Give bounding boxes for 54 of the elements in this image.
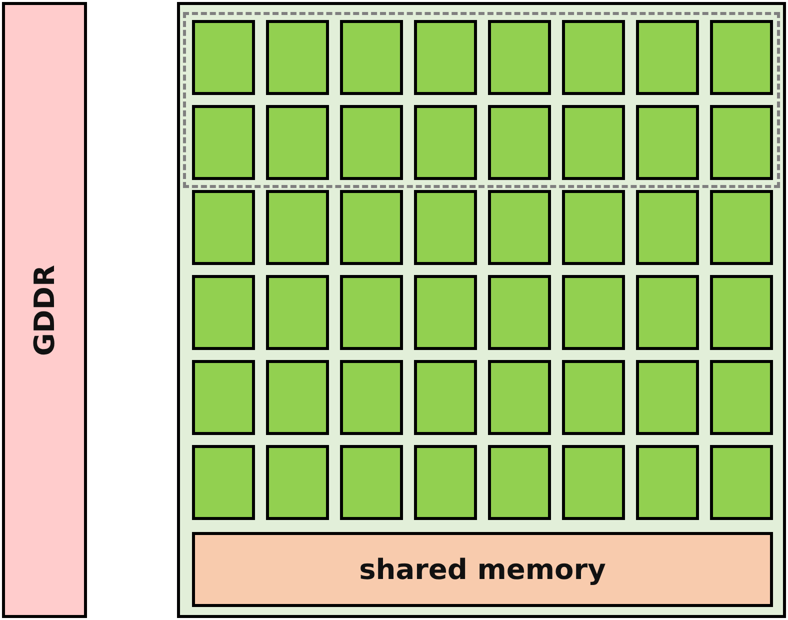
core-square — [192, 275, 255, 350]
memory-bar — [2, 2, 87, 618]
core-square — [266, 445, 329, 520]
core-square — [562, 190, 625, 265]
core-square — [710, 360, 773, 435]
core-square — [488, 105, 551, 180]
core-square — [562, 360, 625, 435]
core-square — [636, 190, 699, 265]
core-square — [414, 20, 477, 95]
core-square — [488, 275, 551, 350]
core-square — [414, 105, 477, 180]
core-square — [710, 105, 773, 180]
core-square — [562, 445, 625, 520]
core-square — [488, 360, 551, 435]
core-square — [562, 275, 625, 350]
core-square — [562, 20, 625, 95]
core-square — [414, 275, 477, 350]
core-square — [636, 445, 699, 520]
core-square — [710, 275, 773, 350]
core-square — [192, 105, 255, 180]
dashed-group-outline — [183, 12, 780, 188]
core-square — [710, 190, 773, 265]
core-square — [488, 190, 551, 265]
memory-label: GDDR — [28, 264, 61, 356]
core-square — [636, 275, 699, 350]
core-square — [192, 360, 255, 435]
core-square — [488, 20, 551, 95]
core-square — [414, 190, 477, 265]
shared-memory-label: shared memory — [359, 553, 606, 586]
chip-panel — [177, 2, 786, 618]
core-square — [266, 275, 329, 350]
core-square — [192, 445, 255, 520]
core-square — [192, 190, 255, 265]
core-square — [266, 360, 329, 435]
core-square — [340, 445, 403, 520]
core-square — [266, 190, 329, 265]
core-square — [636, 360, 699, 435]
core-square — [266, 20, 329, 95]
shared-memory-bar — [192, 532, 773, 607]
core-square — [636, 20, 699, 95]
core-square — [340, 20, 403, 95]
core-square — [710, 445, 773, 520]
core-square — [414, 445, 477, 520]
core-square — [340, 105, 403, 180]
core-square — [562, 105, 625, 180]
core-square — [340, 190, 403, 265]
core-square — [340, 275, 403, 350]
core-square — [710, 20, 773, 95]
core-square — [636, 105, 699, 180]
core-square — [266, 105, 329, 180]
core-square — [414, 360, 477, 435]
core-square — [340, 360, 403, 435]
core-square — [488, 445, 551, 520]
core-square — [192, 20, 255, 95]
